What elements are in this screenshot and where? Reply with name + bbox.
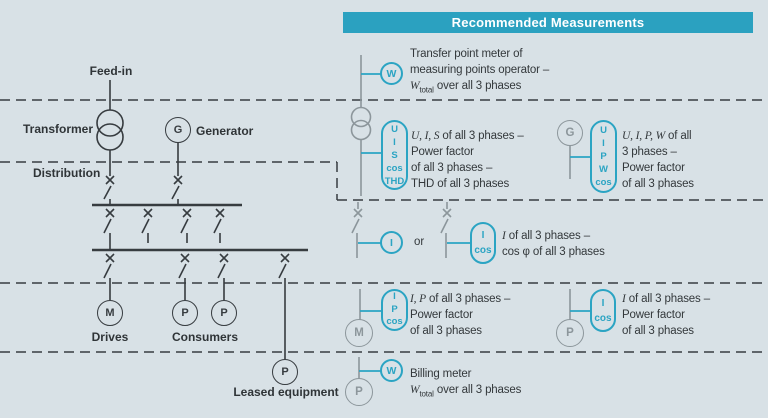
- consumers-source-symbol: P: [556, 319, 584, 347]
- distribution-label: Distribution: [33, 166, 101, 180]
- billing-source-letter: P: [355, 386, 363, 398]
- transformer-symbol: [96, 123, 124, 151]
- transformer-symbol: [96, 109, 124, 137]
- feeder-meter-letter: I: [390, 236, 393, 249]
- transfer-meter-letter: W: [386, 67, 397, 80]
- breaker-leased: [278, 253, 290, 359]
- consumers-source-letter: P: [566, 327, 574, 339]
- consumer-node-2-letter: P: [220, 307, 228, 319]
- breaker-generator: [171, 175, 183, 204]
- consumers-label: Consumers: [171, 330, 239, 344]
- breaker-bus1-1: [103, 208, 115, 249]
- drives-label: Drives: [91, 330, 129, 344]
- breaker-bus1-3: [180, 208, 192, 243]
- feeder-breaker-2: [440, 202, 452, 258]
- billing-meter-circle: W: [380, 359, 403, 382]
- generator-node-letter: G: [173, 124, 183, 136]
- breaker-bus1-2: [141, 208, 153, 243]
- drives-node: M: [97, 300, 123, 326]
- generator-source-symbol: G: [557, 120, 583, 146]
- measurement-hardware-lines: [350, 55, 571, 379]
- left-diagram-lines: [92, 80, 308, 359]
- transformer-label: Transformer: [23, 122, 94, 136]
- meter-connector-lines: [358, 73, 592, 372]
- drives-source-symbol: M: [345, 319, 373, 347]
- drives-node-letter: M: [105, 307, 115, 319]
- generator-node: G: [165, 117, 191, 143]
- feeder-description: I of all 3 phases –cos φ of all 3 phases: [502, 230, 605, 258]
- billing-source-symbol: P: [345, 378, 373, 406]
- feeder-breaker-1: [351, 202, 363, 258]
- drives-source-letter: M: [354, 327, 364, 339]
- leased-node: P: [272, 359, 298, 385]
- feeder-current-meter-circle: I: [380, 231, 403, 254]
- header-title: Recommended Measurements: [451, 15, 645, 30]
- feed-in-label: Feed-in: [89, 64, 133, 78]
- billing-meter-letter: W: [386, 364, 397, 377]
- separator-distribution-step: [0, 161, 768, 201]
- breaker-bus1-4: [213, 208, 225, 243]
- consumer-node-2: P: [211, 300, 237, 326]
- leased-equipment-label: Leased equipment: [233, 385, 339, 399]
- header-bar: Recommended Measurements: [343, 12, 753, 33]
- consumer-node-1: P: [172, 300, 198, 326]
- transfer-meter-circle: W: [380, 62, 403, 85]
- consumer-node-1-letter: P: [181, 307, 189, 319]
- or-label: or: [414, 236, 425, 248]
- generator-label: Generator: [196, 124, 254, 138]
- breaker-drives: [103, 253, 115, 300]
- small-transformer-symbol: [350, 106, 372, 128]
- generator-source-letter: G: [565, 127, 575, 139]
- small-transformer-symbol: [350, 119, 372, 141]
- breaker-transformer: [103, 175, 115, 204]
- leased-node-letter: P: [281, 366, 289, 378]
- breaker-consumer-1: [178, 253, 190, 300]
- breaker-consumer-2: [217, 253, 229, 300]
- zone-separator-lines: [0, 99, 768, 353]
